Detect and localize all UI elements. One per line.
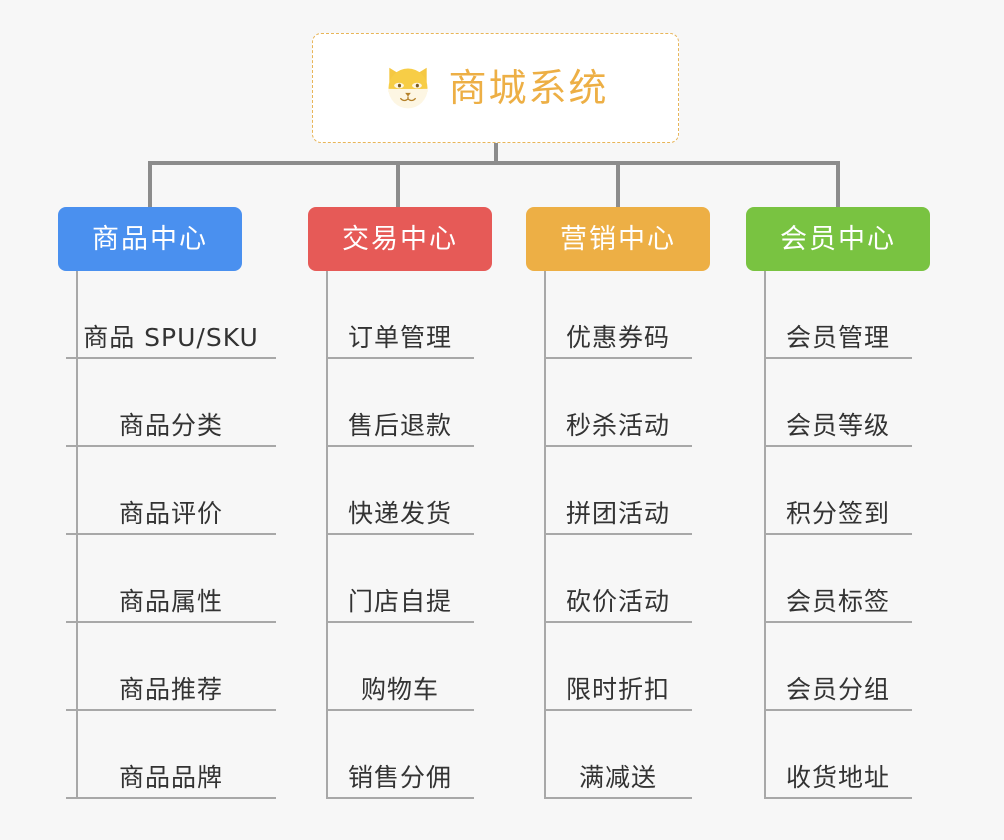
leaf-item[interactable]: 商品属性 — [66, 535, 276, 623]
leaf-item[interactable]: 限时折扣 — [544, 623, 692, 711]
category-label: 会员中心 — [780, 223, 896, 255]
leaf-item[interactable]: 会员管理 — [764, 271, 912, 359]
leaf-item[interactable]: 购物车 — [326, 623, 474, 711]
category-label: 交易中心 — [342, 223, 458, 255]
root-node-title: 商城系统 — [448, 66, 609, 110]
leaf-item-label: 会员分组 — [785, 675, 890, 705]
leaf-item-label: 优惠券码 — [565, 323, 670, 353]
leaf-item[interactable]: 商品评价 — [66, 447, 276, 535]
connector-drop-3 — [616, 161, 620, 209]
shiba-dog-face-icon — [388, 67, 428, 109]
connector-drop-4 — [836, 161, 840, 209]
branch-trunk-3 — [544, 271, 546, 799]
root-node-shop-system[interactable]: 商城系统 — [312, 33, 679, 143]
leaf-item-label: 订单管理 — [347, 323, 452, 353]
category-box-4[interactable]: 会员中心 — [746, 207, 930, 271]
category-label: 商品中心 — [92, 223, 208, 255]
leaf-item-label: 会员标签 — [785, 587, 890, 617]
leaf-item-label: 商品分类 — [118, 411, 223, 441]
leaf-item-label: 购物车 — [360, 675, 439, 705]
leaf-item[interactable]: 商品分类 — [66, 359, 276, 447]
leaf-item-label: 积分签到 — [785, 499, 890, 529]
category-label: 营销中心 — [560, 223, 676, 255]
leaf-item-label: 限时折扣 — [565, 675, 670, 705]
leaf-item[interactable]: 会员等级 — [764, 359, 912, 447]
leaf-item-label: 拼团活动 — [565, 499, 670, 529]
leaf-item[interactable]: 快递发货 — [326, 447, 474, 535]
leaf-item[interactable]: 秒杀活动 — [544, 359, 692, 447]
leaf-item[interactable]: 销售分佣 — [326, 711, 474, 799]
leaf-item-label: 收货地址 — [785, 763, 890, 793]
leaf-item[interactable]: 售后退款 — [326, 359, 474, 447]
leaf-item-label: 商品 SPU/SKU — [83, 323, 259, 353]
category-box-1[interactable]: 商品中心 — [58, 207, 242, 271]
leaf-item-label: 砍价活动 — [565, 587, 670, 617]
leaf-item-label: 快递发货 — [347, 499, 452, 529]
leaf-item[interactable]: 商品 SPU/SKU — [66, 271, 276, 359]
leaf-item[interactable]: 优惠券码 — [544, 271, 692, 359]
leaf-item[interactable]: 门店自提 — [326, 535, 474, 623]
connector-root-stem — [494, 143, 498, 164]
leaf-item[interactable]: 满减送 — [544, 711, 692, 799]
leaf-item[interactable]: 商品推荐 — [66, 623, 276, 711]
leaf-item-label: 会员等级 — [785, 411, 890, 441]
leaf-item-label: 秒杀活动 — [565, 411, 670, 441]
connector-horizontal-bar — [148, 161, 840, 165]
branch-trunk-4 — [764, 271, 766, 799]
branch-trunk-2 — [326, 271, 328, 799]
leaf-item-label: 售后退款 — [347, 411, 452, 441]
branch-trunk-1 — [76, 271, 78, 799]
leaf-item[interactable]: 砍价活动 — [544, 535, 692, 623]
connector-drop-1 — [148, 161, 152, 209]
leaf-item[interactable]: 商品品牌 — [66, 711, 276, 799]
leaf-item-label: 商品推荐 — [118, 675, 223, 705]
leaf-item-label: 门店自提 — [347, 587, 452, 617]
leaf-item[interactable]: 拼团活动 — [544, 447, 692, 535]
connector-drop-2 — [396, 161, 400, 209]
leaf-item-label: 商品属性 — [118, 587, 223, 617]
leaf-item[interactable]: 积分签到 — [764, 447, 912, 535]
category-box-3[interactable]: 营销中心 — [526, 207, 710, 271]
leaf-item[interactable]: 会员标签 — [764, 535, 912, 623]
leaf-item[interactable]: 会员分组 — [764, 623, 912, 711]
leaf-item-label: 销售分佣 — [347, 763, 452, 793]
category-box-2[interactable]: 交易中心 — [308, 207, 492, 271]
leaf-item-label: 商品评价 — [118, 499, 223, 529]
leaf-item-label: 会员管理 — [785, 323, 890, 353]
leaf-item[interactable]: 收货地址 — [764, 711, 912, 799]
leaf-item-label: 满减送 — [578, 763, 657, 793]
leaf-item[interactable]: 订单管理 — [326, 271, 474, 359]
leaf-item-label: 商品品牌 — [118, 763, 223, 793]
